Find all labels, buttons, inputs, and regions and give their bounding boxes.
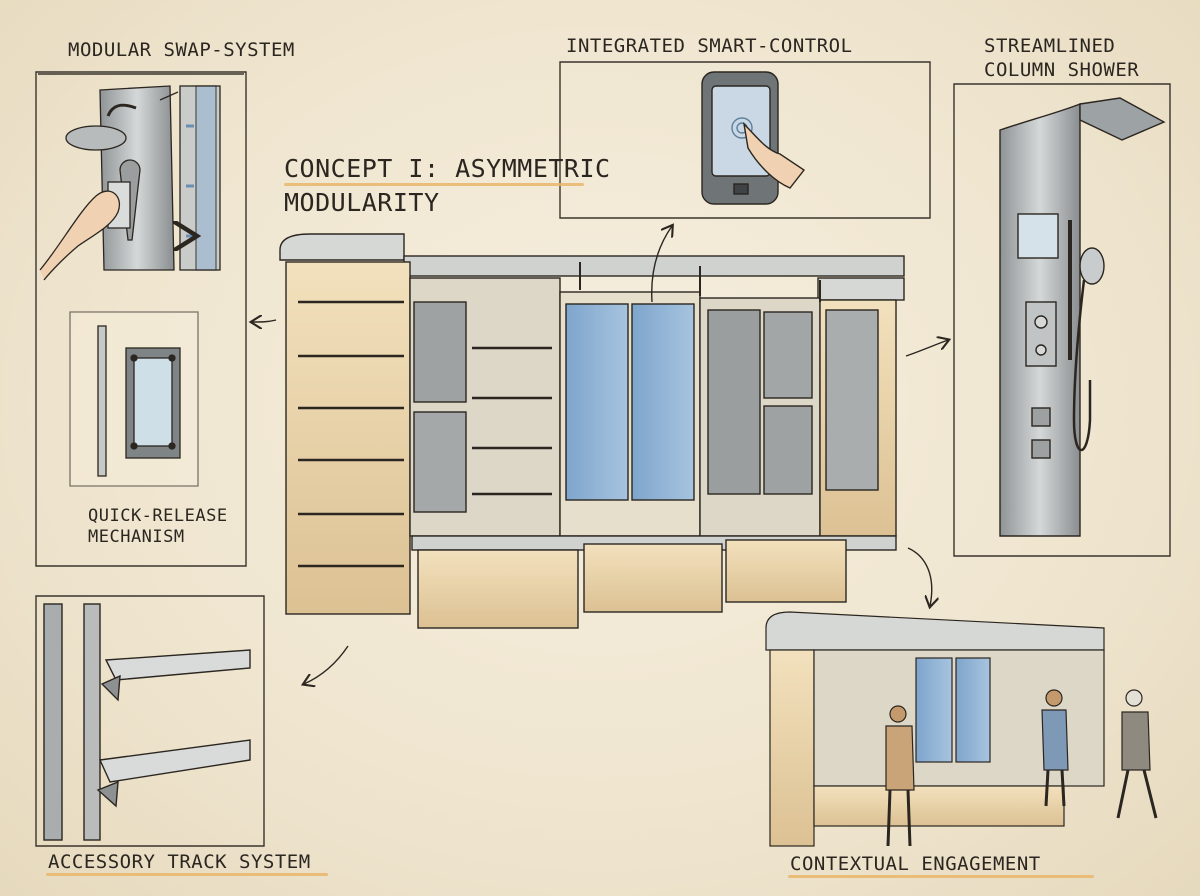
concept-title-line1: CONCEPT I: ASYMMETRIC <box>284 154 611 183</box>
arrow-to-modular-swap <box>252 320 277 322</box>
label-modular-swap-system: MODULAR SWAP-SYSTEM <box>68 39 295 61</box>
arrow-to-smart-control <box>650 226 672 303</box>
column-shower-illustration <box>999 97 1166 537</box>
label-accessory-track-system: ACCESSORY TRACK SYSTEM <box>48 851 311 873</box>
accessory-track-illustration <box>43 603 251 841</box>
accessory-track-underline <box>46 873 328 876</box>
label-mechanism: MECHANISM <box>88 527 185 547</box>
contextual-engagement-underline <box>788 875 1094 878</box>
concept-title-line2: MODULARITY <box>284 188 440 217</box>
modular-swap-frame <box>35 71 247 567</box>
label-integrated-smart-control: INTEGRATED SMART-CONTROL <box>566 35 853 57</box>
label-column-shower: COLUMN SHOWER <box>984 59 1140 81</box>
label-quick-release: QUICK-RELEASE <box>88 506 228 526</box>
arrow-to-accessory-track <box>304 645 349 684</box>
swap-plate-illustration <box>39 85 221 281</box>
contextual-engagement-illustration <box>765 611 1158 847</box>
accessory-track-frame <box>35 595 265 847</box>
concept-title-underline <box>284 183 584 186</box>
smart-control-illustration <box>701 71 806 205</box>
label-contextual-engagement: CONTEXTUAL ENGAGEMENT <box>790 853 1041 875</box>
arrow-to-column-shower <box>905 340 948 357</box>
label-streamlined: STREAMLINED <box>984 35 1116 57</box>
connector-arrows <box>252 226 948 684</box>
column-shower-frame <box>953 83 1171 557</box>
concept-title: CONCEPT I: ASYMMETRIC MODULARITY <box>284 152 611 220</box>
smart-control-frame <box>559 61 931 219</box>
quick-release-illustration <box>69 311 199 487</box>
main-display-unit <box>279 233 905 629</box>
arrow-to-contextual-engagement <box>907 547 932 606</box>
